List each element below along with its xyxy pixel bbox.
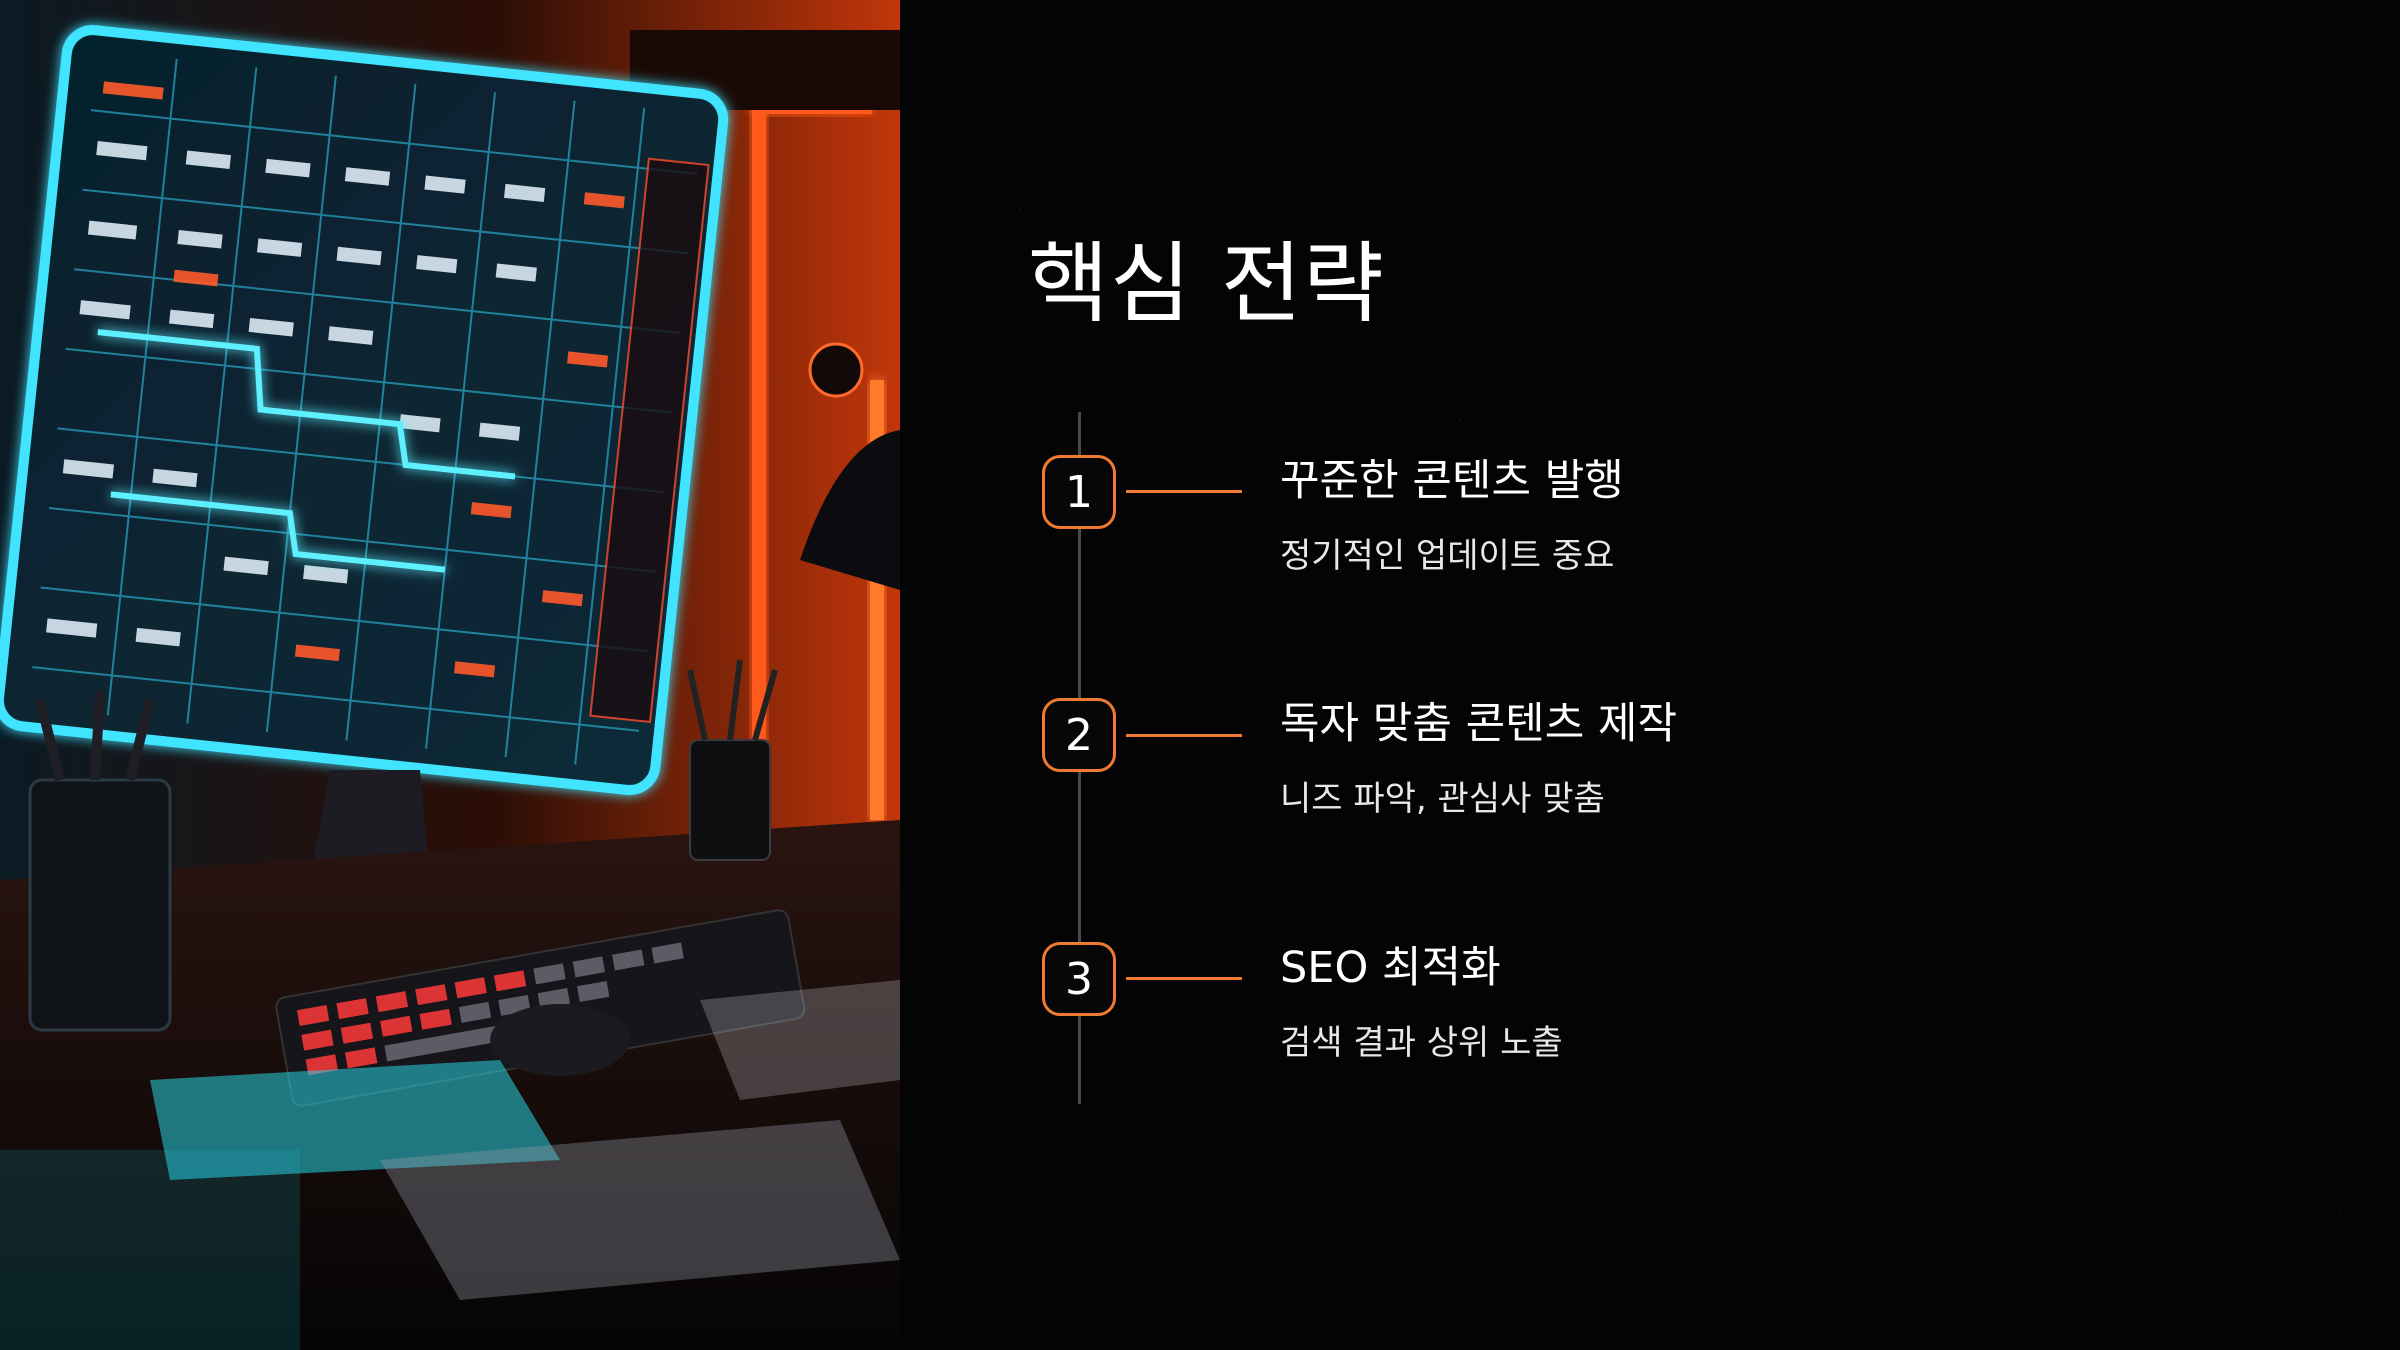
step-number-badge: 3 [1042, 942, 1116, 1016]
step-title: 독자 맞춤 콘텐츠 제작 [1280, 699, 1678, 749]
step-description: 검색 결과 상위 노출 [1280, 1023, 1563, 1063]
step-number: 3 [1065, 953, 1093, 1005]
step-number: 1 [1065, 466, 1093, 518]
step-title: 꾸준한 콘텐츠 발행 [1280, 456, 1624, 506]
starfield-background [900, 0, 2400, 1350]
slide-title: 핵심 전략 [1028, 232, 1385, 335]
step-connector [1126, 734, 1242, 737]
step-title: SEO 최적화 [1280, 943, 1501, 993]
step-number: 2 [1065, 709, 1093, 761]
step-description: 정기적인 업데이트 중요 [1280, 536, 1615, 576]
step-description: 니즈 파악, 관심사 맞춤 [1280, 779, 1605, 819]
step-connector [1126, 490, 1242, 493]
step-number-badge: 1 [1042, 455, 1116, 529]
step-number-badge: 2 [1042, 698, 1116, 772]
workstation-photo [0, 0, 900, 1350]
step-connector [1126, 977, 1242, 980]
